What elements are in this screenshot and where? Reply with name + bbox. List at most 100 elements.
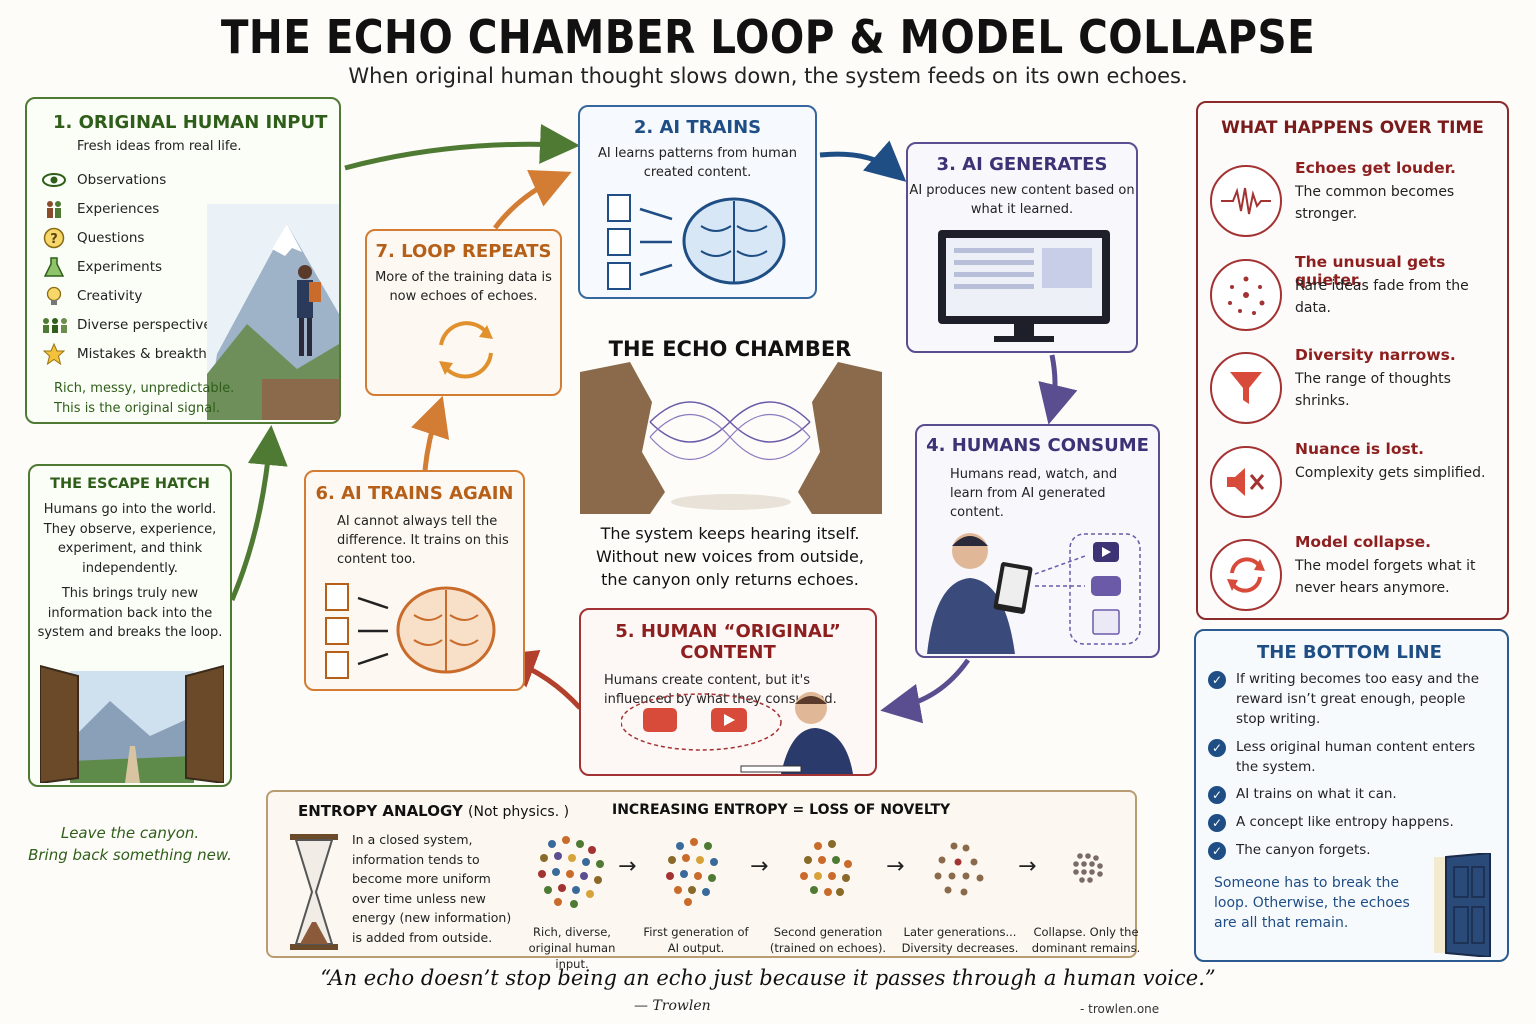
svg-text:?: ? [50, 232, 58, 247]
box7-heading: 7. LOOP REPEATS [375, 241, 552, 262]
people-icon [41, 198, 67, 220]
box3-text: AI produces new content based on what it… [909, 183, 1135, 217]
list-item: Nuance is lost. Complexity gets simplifi… [1210, 440, 1505, 528]
lightbulb-icon [41, 285, 67, 307]
open-door-icon [1434, 853, 1491, 957]
list-item: Experiments [41, 252, 253, 281]
human-original-content-box: 5. HUMAN “ORIGINAL” CONTENT Humans creat… [579, 608, 877, 776]
list-item: ✓The canyon forgets. [1208, 840, 1498, 860]
collapse-dots-cluster [1073, 853, 1103, 883]
entropy-subtitle: INCREASING ENTROPY = LOSS OF NOVELTY [612, 802, 951, 818]
escape-hatch-box: THE ESCAPE HATCH Humans go into the worl… [28, 464, 232, 787]
arrow-7-to-2 [493, 169, 572, 230]
arrow-icon: → [750, 854, 769, 879]
open-doors-illustration [40, 664, 224, 783]
person-reading-tablet-illustration [927, 533, 1141, 654]
box6-heading: 6. AI TRAINS AGAIN [315, 483, 514, 504]
humans-consume-box: 4. HUMANS CONSUME Humans read, watch, an… [915, 424, 1160, 658]
arrow-icon: → [618, 854, 637, 879]
entropy-stage-4: Later generations... Diversity decreases… [900, 832, 1020, 956]
arrow-6-to-7 [411, 395, 450, 471]
person-writing-illustration [621, 692, 853, 774]
quote-author: — Trowlen [634, 998, 711, 1014]
arrow-2-to-3 [819, 140, 907, 182]
box5-text: Humans create content, but it's influenc… [604, 673, 837, 707]
entropy-stage-5: Collapse. Only the dominant remains. [1026, 832, 1146, 956]
cycle-arrows-icon [439, 321, 493, 379]
question-icon: ? [41, 227, 67, 249]
what-happens-heading: WHAT HAPPENS OVER TIME [1221, 118, 1484, 138]
bottom-line-heading: THE BOTTOM LINE [1257, 642, 1442, 663]
box1-heading: 1. ORIGINAL HUMAN INPUT [53, 112, 328, 133]
box1-lead: Fresh ideas from real life. [77, 139, 242, 154]
muted-speaker-icon [1210, 446, 1282, 518]
ai-generates-box: 3. AI GENERATES AI produces new content … [906, 142, 1138, 353]
first-gen-dots-cluster [666, 838, 718, 906]
list-item: Diverse perspectives [41, 310, 253, 339]
list-item: ✓Less original human content enters the … [1208, 737, 1498, 777]
arrow-1-to-2 [344, 123, 580, 171]
documents-to-brain-icon [325, 583, 496, 679]
check-icon: ✓ [1208, 739, 1226, 757]
list-item: Model collapse. The model forgets what i… [1210, 533, 1505, 621]
box7-text: More of the training data is now echoes … [375, 270, 552, 304]
escape-text-1: Humans go into the world. They observe, … [43, 502, 217, 576]
waveform-icon [1210, 165, 1282, 237]
cycle-icon [1210, 539, 1282, 611]
input-list: Observations Experiences ?Questions Expe… [41, 165, 253, 368]
monitor-icon [938, 230, 1110, 342]
box5-heading: 5. HUMAN “ORIGINAL” CONTENT [615, 621, 841, 663]
list-item: Creativity [41, 281, 253, 310]
echo-chamber-caption: The system keeps hearing itself. Without… [596, 524, 864, 589]
page-subtitle: When original human thought slows down, … [348, 64, 1188, 88]
ai-trains-again-box: 6. AI TRAINS AGAIN AI cannot always tell… [304, 470, 525, 691]
arrow-escape-to-1 [229, 425, 288, 601]
bottom-line-footer: Someone has to break the loop. Otherwise… [1214, 875, 1410, 931]
site-credit: - trowlen.one [1080, 1002, 1160, 1016]
ai-trains-box: 2. AI TRAINS AI learns patterns from hum… [578, 105, 817, 299]
box2-heading: 2. AI TRAINS [633, 117, 762, 138]
page-title: THE ECHO CHAMBER LOOP & MODEL COLLAPSE [220, 10, 1316, 64]
box3-heading: 3. AI GENERATES [936, 154, 1108, 175]
list-item: Echoes get louder. The common becomes st… [1210, 159, 1505, 247]
arrow-icon: → [1018, 854, 1037, 879]
escape-heading: THE ESCAPE HATCH [50, 476, 210, 492]
escape-text-2: This brings truly new information back i… [37, 586, 223, 640]
list-item: The unusual gets quieter. Rare ideas fad… [1210, 253, 1505, 341]
check-icon: ✓ [1208, 842, 1226, 860]
box2-text: AI learns patterns from human created co… [597, 146, 798, 180]
later-gen-dots-cluster [934, 842, 984, 896]
diverse-dots-cluster [538, 836, 604, 908]
box4-heading: 4. HUMANS CONSUME [926, 435, 1149, 456]
arrow-4-to-5 [880, 658, 971, 724]
original-human-input-box: 1. ORIGINAL HUMAN INPUT Fresh ideas from… [25, 97, 341, 424]
arrow-icon: → [886, 854, 905, 879]
list-item: ✓If writing becomes too easy and the rew… [1208, 669, 1498, 729]
second-gen-dots-cluster [800, 840, 852, 896]
box1-footer: Rich, messy, unpredictable. This is the … [54, 381, 235, 416]
check-icon: ✓ [1208, 814, 1226, 832]
entropy-title: ENTROPY ANALOGY (Not physics. ) [298, 802, 570, 820]
flask-icon [41, 256, 67, 278]
entropy-stage-1: Rich, diverse, original human input. [512, 832, 632, 972]
scatter-dots-icon [1210, 259, 1282, 331]
list-item: ✓A concept like entropy happens. [1208, 812, 1498, 832]
entropy-text: In a closed system, information tends to… [352, 832, 512, 945]
group-icon [41, 314, 67, 336]
check-icon: ✓ [1208, 671, 1226, 689]
check-icon: ✓ [1208, 786, 1226, 804]
eye-icon [41, 169, 67, 191]
loop-repeats-box: 7. LOOP REPEATS More of the training dat… [365, 229, 562, 396]
hiker-mountain-illustration [207, 204, 339, 420]
bottom-line-panel: THE BOTTOM LINE ✓If writing becomes too … [1194, 629, 1509, 962]
closing-quote: “An echo doesn’t stop being an echo just… [320, 966, 1216, 990]
star-icon [41, 342, 67, 365]
documents-to-brain-icon [607, 194, 786, 290]
what-happens-panel: WHAT HAPPENS OVER TIME Echoes get louder… [1196, 101, 1509, 620]
canyon-echo-illustration [580, 362, 882, 514]
list-item: Experiences [41, 194, 253, 223]
list-item: ✓AI trains on what it can. [1208, 784, 1498, 804]
list-item: Observations [41, 165, 253, 194]
funnel-icon [1210, 352, 1282, 424]
